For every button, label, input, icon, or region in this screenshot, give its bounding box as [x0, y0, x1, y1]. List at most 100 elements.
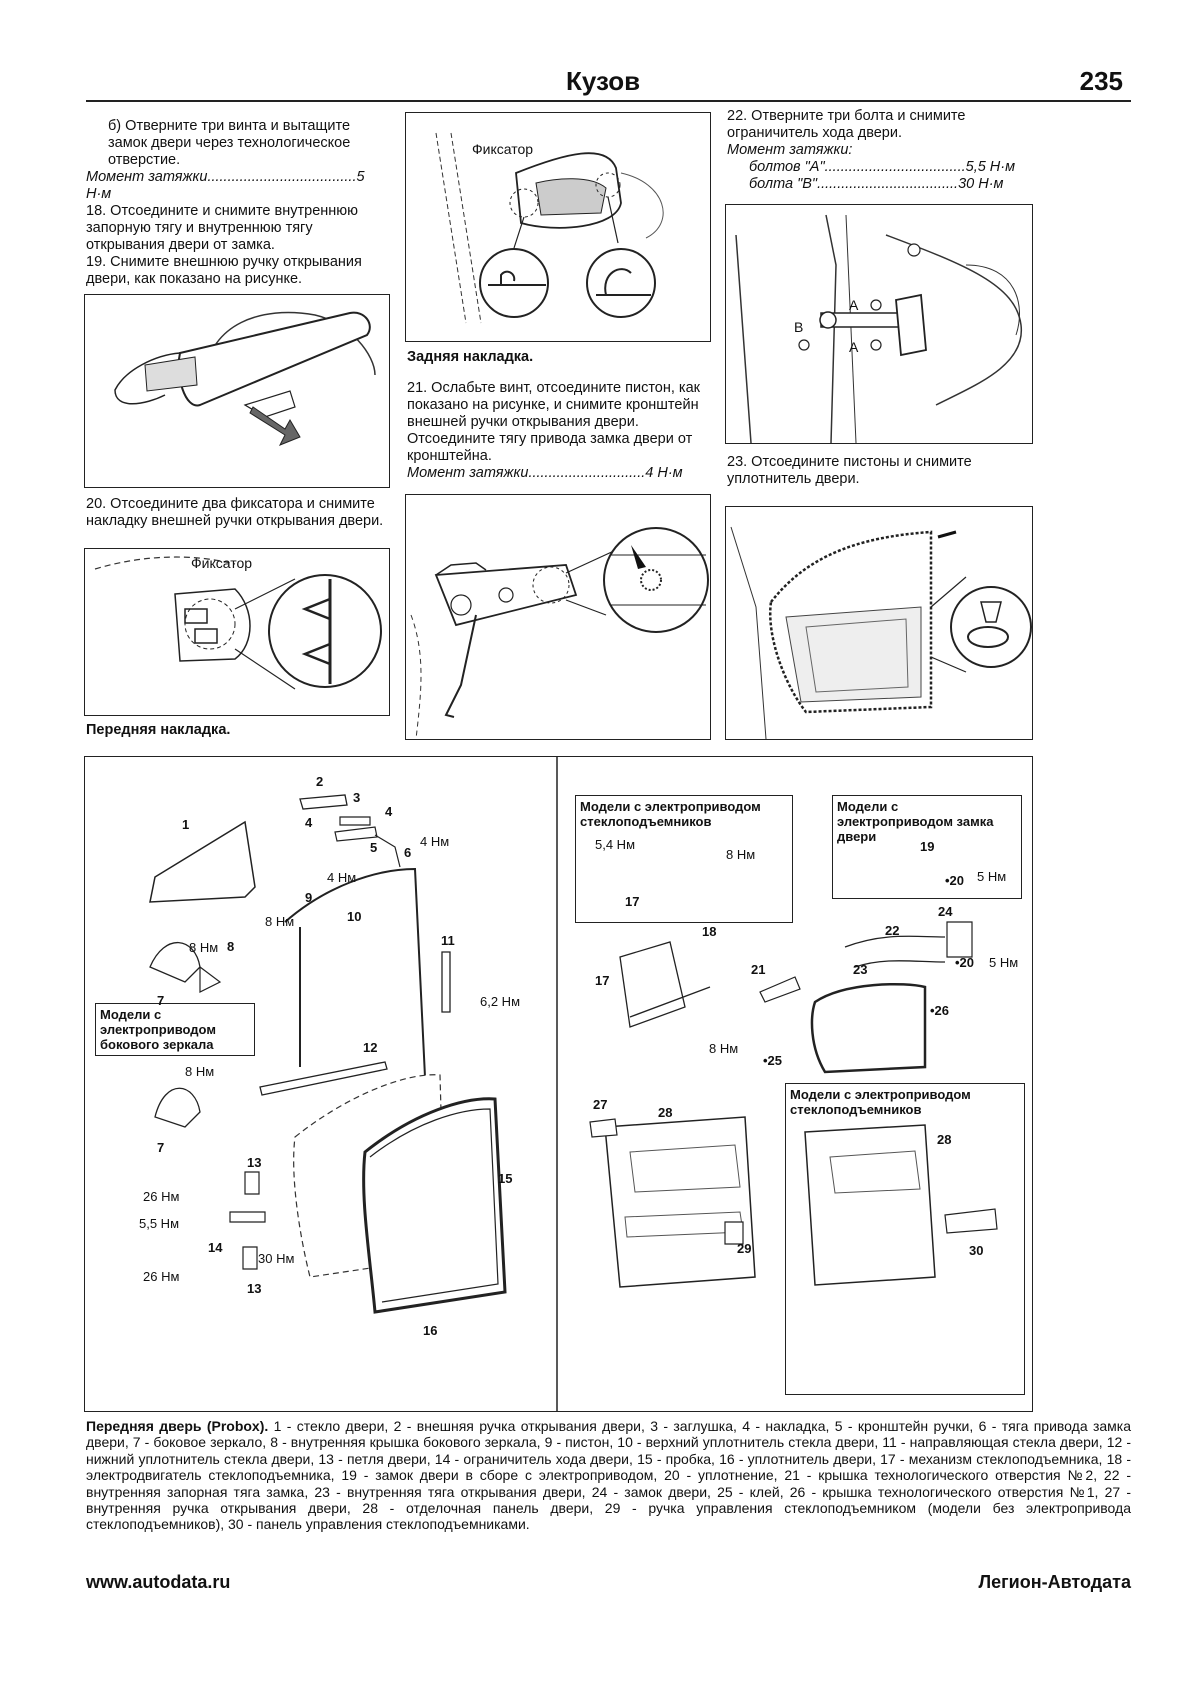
torque-label-8: 5,5 Нм [139, 1216, 180, 1231]
figure-weatherstrip [725, 506, 1033, 740]
torque-22-label: Момент затяжки: [727, 142, 853, 158]
part-num-10: 10 [347, 909, 362, 924]
torque-22-a: болтов "A"..............................… [749, 159, 1016, 175]
torque-label-4: 8 Нм [189, 940, 219, 955]
torque-a-value: 5,5 Н·м [965, 159, 1016, 175]
part-num-6: 6 [404, 845, 412, 860]
part-num-4a: 4 [305, 815, 313, 830]
torque-label-1: 4 Нм [420, 834, 450, 849]
part-num-7b: 7 [157, 1140, 165, 1155]
torque-label-r2: 8 Нм [726, 847, 756, 862]
torque-label-7: 26 Нм [143, 1189, 180, 1204]
torque-label-6: 8 Нм [185, 1064, 215, 1079]
part-num-17a: 17 [625, 894, 640, 909]
front-cover-drawing [85, 549, 389, 715]
part-num-1: 1 [182, 817, 190, 832]
legend-title: Передняя дверь (Probox). [86, 1418, 269, 1434]
part-num-13a: 13 [247, 1155, 262, 1170]
col1-text-top: б) Отверните три винта и вытащите замок … [86, 118, 388, 288]
part-num-4b: 4 [385, 804, 393, 819]
torque-21-value: 4 Н·м [645, 465, 683, 481]
figure-front-cover: Фиксатор [84, 548, 390, 716]
figure-door-check: A A B [725, 204, 1033, 444]
label-a-top: A [849, 297, 859, 313]
label-a-bottom: A [849, 339, 859, 355]
page-header: Кузов 235 [86, 60, 1131, 102]
torque-label-9: 30 Нм [258, 1251, 295, 1266]
part-num-7a: 7 [157, 993, 165, 1008]
torque-22-b: болта "B"...............................… [749, 176, 1004, 192]
part-num-15: 15 [498, 1171, 513, 1186]
torque-label-r4: 5 Нм [989, 955, 1019, 970]
label-b: B [794, 319, 804, 335]
part-num-20b: •20 [955, 955, 975, 970]
rear-cover-caption: Задняя накладка. [407, 349, 534, 365]
torque-label-2: 4 Нм [327, 870, 357, 885]
part-num-28a: 28 [658, 1105, 673, 1120]
fig20-caption: Передняя накладка. [86, 722, 231, 738]
step-b: б) Отверните три винта и вытащите замок … [108, 118, 351, 168]
page-number: 235 [1079, 66, 1123, 96]
door-check-drawing [726, 205, 1032, 443]
torque-label-r5: 8 Нм [709, 1041, 739, 1056]
power-window-box-2-label: Модели с электроприводом стеклоподъемник… [790, 1087, 971, 1117]
torque-b-value: 5 Н·м [86, 169, 365, 202]
legend-text: 1 - стекло двери, 2 - внешняя ручка откр… [86, 1418, 1132, 1533]
part-num-23: 23 [853, 962, 868, 977]
part-num-3: 3 [353, 790, 361, 805]
exploded-view-drawing [85, 757, 1032, 1411]
figure-front-door-exploded: Модели с электроприводом бокового зеркал… [84, 756, 1033, 1412]
part-num-26: •26 [930, 1003, 950, 1018]
power-window-box-1: Модели с электроприводом стеклоподъемник… [575, 795, 793, 923]
step-19: 19. Снимите внешнюю ручку открывания две… [86, 254, 362, 287]
mirror-power-box: Модели с электроприводом бокового зеркал… [95, 1003, 255, 1056]
part-num-12: 12 [363, 1040, 378, 1055]
section-title: Кузов [566, 66, 641, 96]
step-21: 21. Ослабьте винт, отсоедините пистон, к… [407, 380, 701, 464]
part-num-16: 16 [423, 1323, 438, 1338]
torque-label-5: 6,2 Нм [480, 994, 521, 1009]
torque-label-3: 8 Нм [265, 914, 295, 929]
torque-label-r3: 5 Нм [977, 869, 1007, 884]
torque-21-label: Момент затяжки [407, 465, 529, 481]
rear-cover-drawing [406, 113, 710, 341]
fig20-retainer-label: Фиксатор [191, 555, 253, 571]
part-num-24: 24 [938, 904, 953, 919]
part-num-19: 19 [920, 839, 935, 854]
torque-21: Момент затяжки..........................… [407, 465, 683, 481]
torque-label-10: 26 Нм [143, 1269, 180, 1284]
col2-text: 21. Ослабьте винт, отсоедините пистон, к… [407, 380, 709, 482]
power-window-box-1-label: Модели с электроприводом стеклоподъемник… [580, 799, 761, 829]
handle-bracket-drawing [406, 495, 710, 739]
part-num-20a: •20 [945, 873, 965, 888]
part-num-25: •25 [763, 1053, 783, 1068]
step-22: 22. Отверните три болта и снимите ограни… [727, 108, 966, 141]
torque-b-label: Момент затяжки [86, 169, 208, 185]
col3-text-top: 22. Отверните три болта и снимите ограни… [727, 108, 1031, 193]
page-footer: www.autodata.ru Легион-Автодата [86, 1572, 1131, 1593]
part-num-29: 29 [737, 1241, 752, 1256]
figure-handle-bracket [405, 494, 711, 740]
figure-legend: Передняя дверь (Probox). 1 - стекло двер… [86, 1418, 1131, 1533]
step-20: 20. Отсоедините два фиксатора и снимите … [86, 496, 384, 529]
part-num-14: 14 [208, 1240, 223, 1255]
part-num-22: 22 [885, 923, 900, 938]
part-num-21: 21 [751, 962, 766, 977]
part-num-5: 5 [370, 840, 378, 855]
torque-b-label-22: болта "B" [749, 176, 818, 192]
part-num-30: 30 [969, 1243, 984, 1258]
weatherstrip-drawing [726, 507, 1032, 739]
part-num-2: 2 [316, 774, 324, 789]
part-num-8: 8 [227, 939, 235, 954]
step-18: 18. Отсоедините и снимите внутреннюю зап… [86, 203, 359, 253]
power-lock-box-label: Модели с электроприводом замка двери [837, 799, 994, 844]
step-23: 23. Отсоедините пистоны и снимите уплотн… [727, 454, 972, 487]
power-lock-box: Модели с электроприводом замка двери [832, 795, 1022, 899]
part-num-27: 27 [593, 1097, 608, 1112]
col3-text-step23: 23. Отсоедините пистоны и снимите уплотн… [727, 454, 1031, 488]
footer-website: www.autodata.ru [86, 1572, 231, 1592]
part-num-17b: 17 [595, 973, 610, 988]
col1-text-step20: 20. Отсоедините два фиксатора и снимите … [86, 496, 388, 530]
torque-a-label: болтов "A" [749, 159, 825, 175]
rear-retainer-label: Фиксатор [472, 141, 534, 157]
